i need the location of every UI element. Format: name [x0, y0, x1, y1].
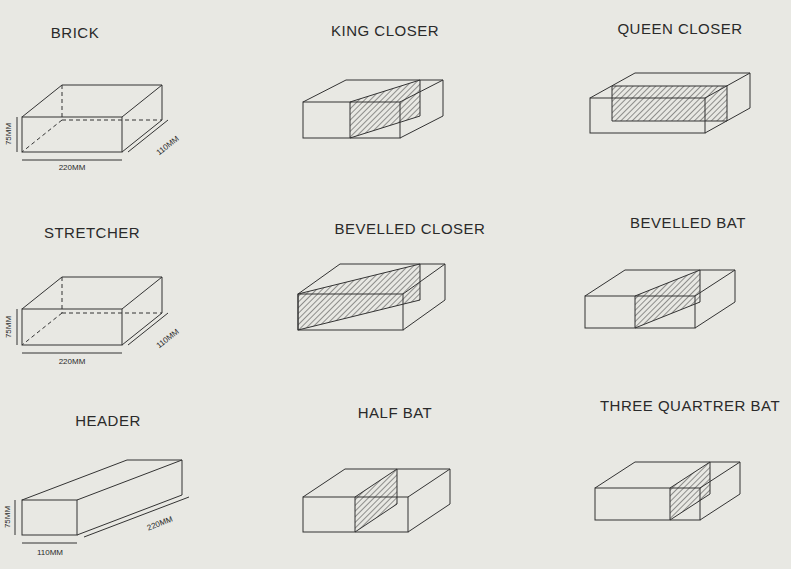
brick-type-title: THREE QUARTRER BAT — [600, 398, 780, 413]
dimension-label: 220MM — [146, 515, 174, 532]
dimension-label: 75MM — [5, 316, 13, 338]
dimension-label: 110MM — [155, 328, 180, 350]
brick-type-title: BRICK — [51, 25, 99, 40]
brick-type-title: HALF BAT — [358, 405, 433, 420]
brick-type-title: HEADER — [75, 413, 141, 428]
dimension-label: 75MM — [5, 123, 13, 145]
dimension-label: 220MM — [59, 164, 86, 172]
dimension-label: 220MM — [59, 358, 86, 366]
brick-type-title: QUEEN CLOSER — [617, 21, 742, 36]
brick-type-title: STRETCHER — [44, 225, 140, 240]
dimension-label: 75MM — [4, 506, 12, 528]
brick-type-title: BEVELLED CLOSER — [335, 221, 486, 236]
brick-type-title: BEVELLED BAT — [630, 215, 746, 230]
dimension-label: 110MM — [37, 549, 63, 557]
dimension-label: 110MM — [155, 135, 180, 157]
brick-type-title: KING CLOSER — [331, 23, 439, 38]
